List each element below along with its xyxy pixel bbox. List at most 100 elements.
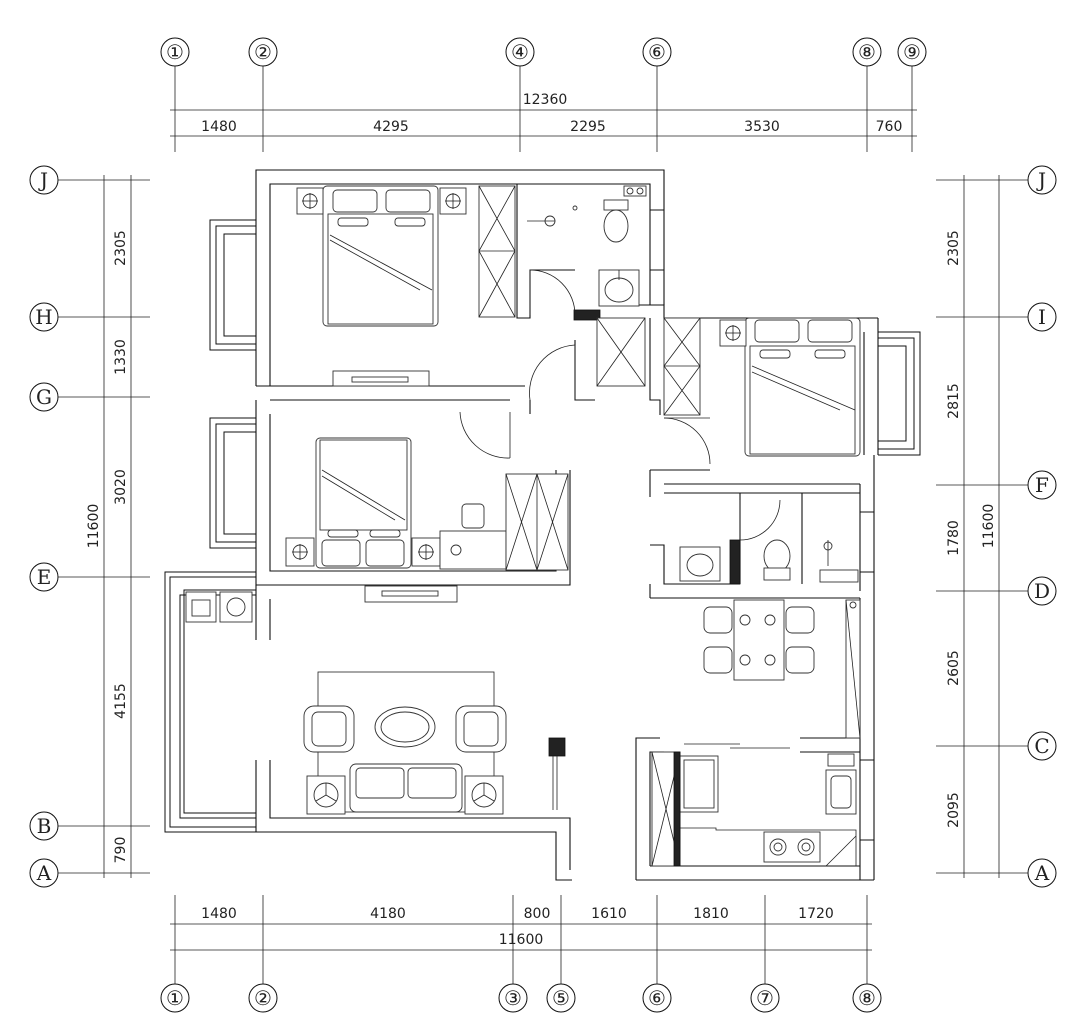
axis-label: ⑧ [858, 40, 876, 64]
axis-label: ③ [504, 986, 522, 1010]
tv-stand [548, 737, 566, 810]
axis-label: ⑥ [648, 40, 666, 64]
dining-chair-icon [703, 606, 733, 634]
axis-label: ⑨ [903, 40, 921, 64]
top-axis-bubbles: ① ② ④ ⑥ ⑧ ⑨ [160, 37, 927, 67]
axis-label: A [36, 861, 52, 885]
right-total-dimension: 11600 [981, 504, 997, 549]
shower-icon [527, 205, 578, 227]
dimension-label: 1720 [798, 906, 834, 922]
corridor-cabinet [596, 317, 646, 387]
master-wardrobe [478, 185, 516, 318]
dimension-label: 760 [876, 119, 903, 135]
axis-label: ④ [511, 40, 529, 64]
top-total-dimension: 12360 [523, 92, 568, 108]
axis-label: A [1034, 861, 1050, 885]
right-bed [744, 317, 861, 457]
sink-icon [825, 753, 857, 815]
axis-label: ② [254, 40, 272, 64]
side-table-lamp-icon [306, 775, 346, 815]
nightstand-lamp-icon [285, 537, 315, 567]
axis-label: F [1035, 473, 1049, 497]
top-dimension-chain: 12360 1480 4295 2295 3530 760 [170, 66, 917, 152]
dimension-label: 2095 [946, 792, 962, 828]
stove-icon [763, 831, 821, 863]
dimension-label: 800 [524, 906, 551, 922]
axis-label: ⑥ [648, 986, 666, 1010]
nightstand-lamp-icon [439, 187, 467, 215]
dimension-label: 4180 [370, 906, 406, 922]
toilet-icon [763, 539, 791, 581]
sink-icon [679, 546, 721, 582]
sink-icon [598, 269, 640, 307]
armchair-icon [455, 705, 507, 753]
dimension-label: 2305 [946, 230, 962, 266]
dimension-label: 1330 [113, 339, 129, 375]
right-wardrobe [663, 317, 701, 416]
axis-label: J [1036, 168, 1046, 192]
dining-table [733, 599, 785, 681]
dimension-label: 4295 [373, 119, 409, 135]
kitchen-counter [651, 751, 826, 867]
left-total-dimension: 11600 [86, 504, 102, 549]
tv-cabinet [332, 370, 430, 387]
left-dimension-chain: 2305 1330 3020 4155 790 11600 [58, 175, 150, 878]
dimension-label: 3020 [113, 469, 129, 505]
toilet-icon [603, 185, 647, 243]
dimension-label: 1480 [201, 119, 237, 135]
axis-label: I [1038, 305, 1046, 329]
dimension-label: 1810 [693, 906, 729, 922]
axis-label: B [37, 814, 52, 838]
dimension-label: 1480 [201, 906, 237, 922]
dimension-label: 2605 [946, 650, 962, 686]
armchair-icon [303, 705, 355, 753]
bottom-axis-bubbles: ① ② ③ ⑤ ⑥ ⑦ ⑧ [160, 983, 882, 1013]
dimension-label: 2815 [946, 383, 962, 419]
second-wardrobe [505, 473, 569, 571]
kitchen-corner [825, 829, 857, 867]
dining-chair-icon [785, 606, 815, 634]
axis-label: ① [166, 986, 184, 1010]
sink-icon [219, 591, 253, 623]
doors [459, 269, 790, 749]
axis-label: ⑦ [756, 986, 774, 1010]
axis-label: ⑤ [552, 986, 570, 1010]
walls [164, 169, 921, 881]
dimension-label: 4155 [113, 683, 129, 719]
sofa [349, 763, 463, 813]
axis-label: ⑧ [858, 986, 876, 1010]
dimension-label: 1780 [946, 520, 962, 556]
axis-label: D [1034, 579, 1050, 603]
nightstand-lamp-icon [411, 537, 441, 567]
dimension-label: 790 [113, 837, 129, 864]
axis-label: ② [254, 986, 272, 1010]
dining-chair-icon [785, 646, 815, 674]
right-dimension-chain: 2305 2815 1780 2605 2095 11600 [936, 175, 1028, 878]
bottom-dimension-chain: 1480 4180 800 1610 1810 1720 11600 [170, 895, 872, 984]
dimension-label: 3530 [744, 119, 780, 135]
axis-label: G [36, 385, 52, 409]
shower-icon [819, 540, 859, 583]
axis-label: ① [166, 40, 184, 64]
bottom-total-dimension: 11600 [499, 932, 544, 948]
axis-label: H [35, 305, 52, 329]
nightstand-lamp-icon [296, 187, 324, 215]
side-table-lamp-icon [464, 775, 504, 815]
axis-label: J [38, 168, 48, 192]
second-bed [315, 437, 412, 569]
dimension-label: 1610 [591, 906, 627, 922]
desk [439, 503, 507, 570]
master-bed [322, 185, 439, 327]
dimension-label: 2305 [113, 230, 129, 266]
axis-label: E [37, 565, 52, 589]
tv-cabinet [364, 585, 458, 603]
washing-machine-icon [185, 591, 217, 623]
dining-chair-icon [703, 646, 733, 674]
nightstand-lamp-icon [719, 319, 747, 347]
left-axis-bubbles: J H G E B A [29, 165, 59, 888]
coffee-table [374, 706, 436, 748]
tall-cabinet [845, 599, 861, 739]
right-axis-bubbles: J I F D C A [1027, 165, 1057, 888]
axis-label: C [1034, 734, 1049, 758]
